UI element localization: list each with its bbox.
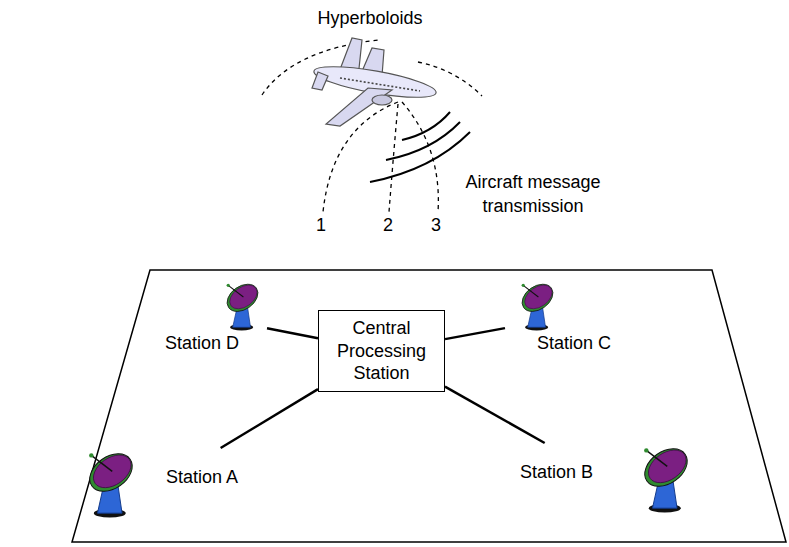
callout-number: 3 [421, 213, 451, 237]
network-link [445, 328, 505, 339]
antenna-dish-icon [220, 280, 265, 332]
antenna-dish-icon [635, 443, 697, 514]
transmission-label: Aircraft message transmission [448, 170, 618, 219]
station-label: Station B [520, 461, 593, 484]
box-label: Central Processing Station [325, 317, 438, 385]
diagram-title-label: Hyperboloids [300, 6, 440, 30]
ground-station: Station B [520, 443, 699, 516]
antenna-dish-icon [515, 280, 560, 332]
ground-station: Station D [165, 280, 267, 357]
ground-station: Station A [80, 448, 240, 521]
network-link [267, 328, 318, 338]
network-link [445, 387, 545, 443]
station-label: Station D [165, 332, 239, 355]
ground-station: Station C [505, 280, 613, 357]
aircraft [312, 38, 438, 126]
antenna-dish-icon [80, 448, 142, 519]
process-box: Central Processing Station [318, 310, 445, 392]
transmission-waves [370, 112, 470, 182]
hyperboloid-curves [262, 40, 482, 212]
network-link [221, 389, 318, 448]
station-label: Station C [537, 332, 611, 355]
station-label: Station A [166, 466, 238, 489]
ground-plane [72, 270, 786, 542]
callout-number: 1 [306, 213, 336, 237]
callout-number: 2 [373, 213, 403, 237]
